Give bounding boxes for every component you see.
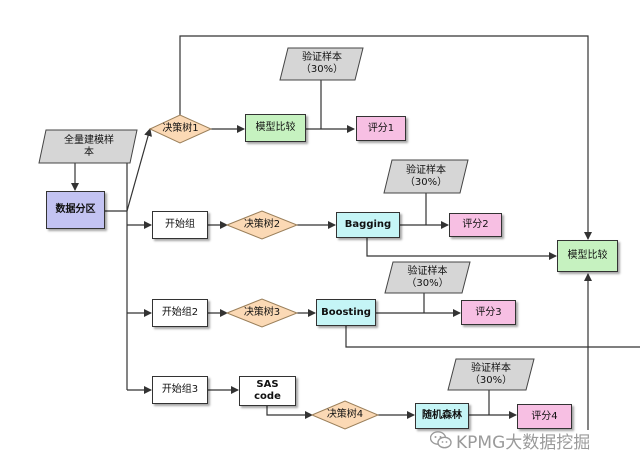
watermark: KPMG大数据挖掘: [430, 428, 635, 453]
validation-sample-4: 验证样本 （30%）: [469, 362, 513, 386]
score-1: 评分1: [356, 116, 406, 141]
data-partition-node: 数据分区: [46, 191, 105, 229]
boosting-node: Boosting: [316, 299, 376, 326]
score-3: 评分3: [461, 300, 516, 325]
diamond-shape-tree2: [225, 210, 299, 240]
bagging-node: Bagging: [336, 212, 400, 238]
para-shape-val2: [383, 159, 469, 194]
model-compare-top: 模型比较: [245, 114, 306, 142]
model-compare-right: 模型比较: [557, 240, 618, 272]
sas-code-node: SAS code: [239, 376, 296, 406]
validation-sample-2: 验证样本 （30%）: [404, 164, 448, 188]
diamond-shape-tree4: [310, 400, 380, 430]
decision-tree-4: 决策树4: [326, 409, 364, 420]
start-group-3: 开始组3: [152, 376, 208, 404]
para-shape-val4: [447, 358, 535, 391]
edge-bagging-to-compare: [366, 238, 557, 260]
decision-tree-3: 决策树3: [243, 307, 281, 318]
para-shape-val1: [279, 47, 364, 81]
edge-boosting-to-compare: [345, 326, 640, 348]
para-shape-full-sample: [38, 129, 138, 164]
para-shape-val3: [384, 261, 471, 294]
decision-tree-1: 决策树1: [162, 123, 199, 134]
diamond-shape-tree1: [148, 114, 213, 144]
full-sample-node: 全量建模样 本: [64, 134, 114, 158]
diamond-shape-tree3: [225, 298, 299, 328]
score-2: 评分2: [449, 213, 502, 237]
validation-sample-1: 验证样本 （30%）: [300, 52, 344, 75]
start-group: 开始组: [152, 211, 208, 239]
edge-top-loop: [179, 35, 592, 240]
decision-tree-2: 决策树2: [243, 219, 281, 230]
validation-sample-3: 验证样本 （30%）: [406, 265, 449, 289]
watermark-text: KPMG大数据挖掘: [456, 432, 591, 453]
random-forest-node: 随机森林: [415, 403, 469, 429]
start-group-2: 开始组2: [152, 299, 208, 327]
wechat-icon: [430, 431, 452, 449]
edge-sas-to-tree4: [266, 405, 313, 419]
edge-to-tree1: [126, 128, 152, 212]
score-4: 评分4: [517, 404, 572, 429]
